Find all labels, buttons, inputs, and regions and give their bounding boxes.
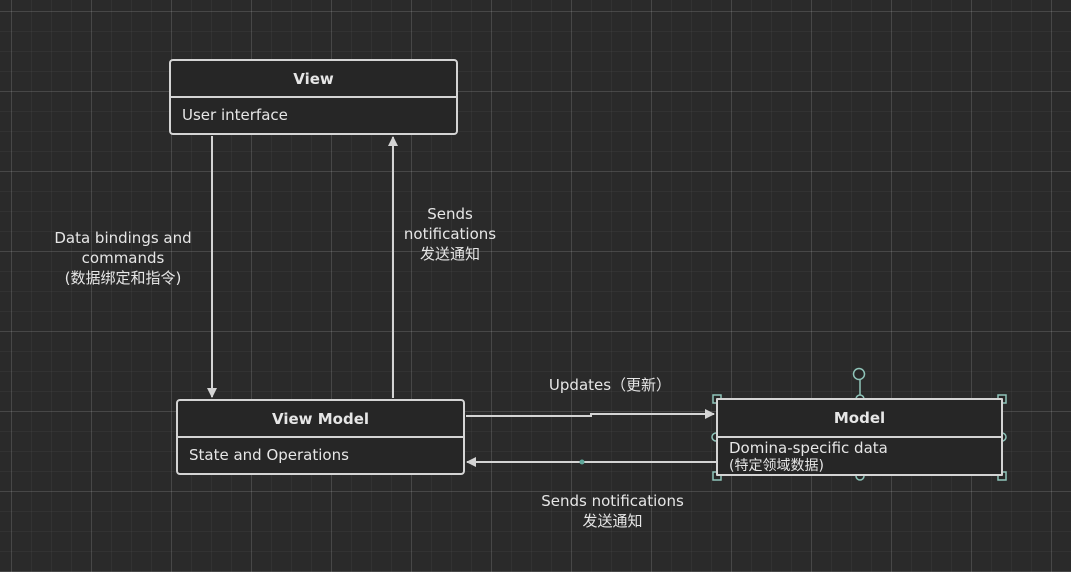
view-node[interactable]: View User interface: [169, 59, 458, 135]
edge-label-line: notifications: [403, 225, 497, 243]
edge-updates[interactable]: [466, 409, 715, 419]
edge-label-line: Sends notifications: [541, 492, 684, 510]
model-description-text: Domina-specific data: [729, 439, 888, 457]
edge-label-line: Data bindings and: [54, 229, 192, 247]
view-model-node[interactable]: View Model State and Operations: [176, 399, 465, 475]
edge-label-updates[interactable]: Updates（更新）: [540, 375, 680, 395]
view-node-description: User interface: [182, 106, 288, 124]
edge-midpoint-handle[interactable]: [579, 459, 585, 465]
edge-label-sends-notifications-up[interactable]: Sends notifications 发送通知: [390, 204, 510, 264]
model-description-cn: (特定领域数据): [729, 458, 824, 474]
rotate-handle: [852, 367, 866, 381]
edge-label-data-bindings[interactable]: Data bindings and commands (数据绑定和指令): [38, 228, 208, 288]
edge-label-line: Updates（更新）: [548, 376, 672, 394]
model-node-description: Domina-specific data (特定领域数据): [718, 438, 1001, 474]
edge-label-line: Sends: [427, 205, 473, 223]
model-node-title: Model: [718, 400, 1001, 438]
model-node[interactable]: Model Domina-specific data (特定领域数据): [716, 398, 1003, 476]
edge-label-line: (数据绑定和指令): [64, 269, 182, 287]
edge-label-line: 发送通知: [419, 245, 480, 263]
edge-label-line: 发送通知: [582, 512, 643, 530]
view-model-node-title: View Model: [178, 401, 463, 438]
view-node-title: View: [171, 61, 456, 98]
edge-label-line: commands: [81, 249, 165, 267]
view-model-node-description: State and Operations: [189, 446, 349, 464]
edge-label-sends-notifications-left[interactable]: Sends notifications 发送通知: [520, 491, 705, 531]
